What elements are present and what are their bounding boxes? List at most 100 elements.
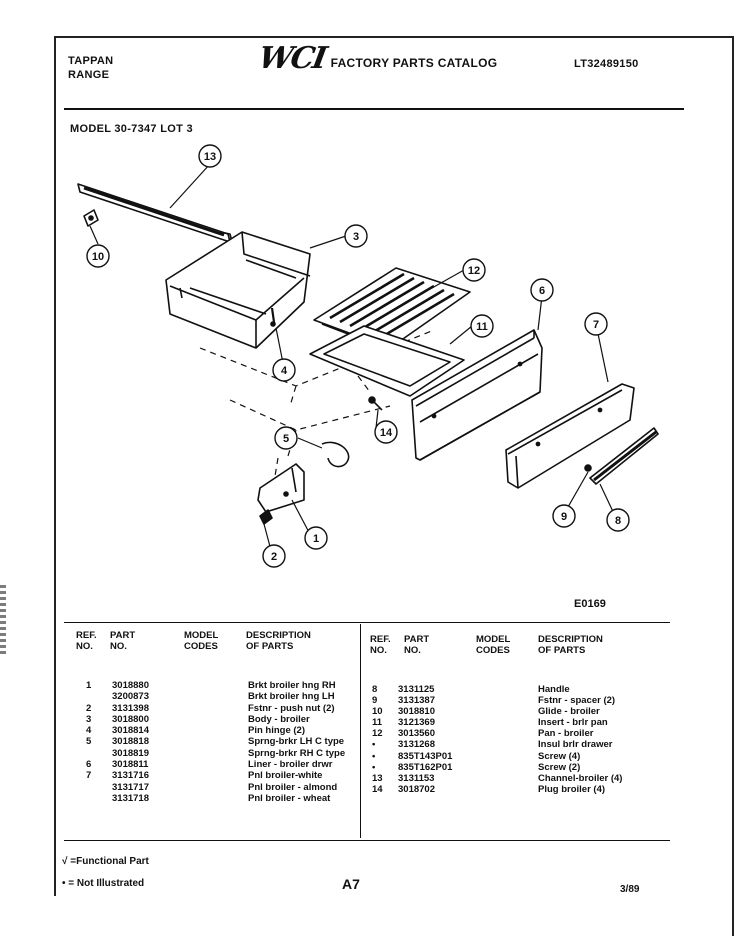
table-cell: Plug broiler (4) bbox=[538, 783, 606, 795]
catalog-title: FACTORY PARTS CATALOG bbox=[330, 56, 498, 70]
part-no-header-right: PART NO. bbox=[404, 634, 430, 656]
table-cell: Glide - broiler bbox=[538, 706, 600, 718]
wci-logo: WCI bbox=[256, 41, 328, 76]
table-cell: 9 bbox=[372, 695, 378, 707]
table-cell: Fstnr - spacer (2) bbox=[538, 695, 616, 707]
broiler-drawer-liner-part bbox=[411, 329, 543, 461]
callout-7: 7 bbox=[593, 319, 599, 331]
plug-broiler-part bbox=[368, 396, 383, 411]
table-top-rule bbox=[64, 622, 670, 623]
callout-4-marker bbox=[272, 358, 296, 382]
part-column-right: 3131125 3131387 3018810 3121369 3013560 … bbox=[398, 684, 452, 795]
table-cell bbox=[86, 691, 91, 702]
page-id: A7 bbox=[342, 876, 360, 892]
callout-14: 14 bbox=[380, 427, 393, 439]
table-cell: 6 bbox=[86, 759, 92, 771]
table-cell: 12 bbox=[372, 728, 383, 740]
ref-column-left: 1 2 3 4 5 6 7 bbox=[86, 680, 91, 804]
table-column-divider bbox=[360, 624, 361, 838]
table-cell: 3018800 bbox=[112, 713, 149, 725]
table-cell: 8 bbox=[372, 684, 378, 695]
callout-14-marker bbox=[374, 420, 398, 444]
callout-5: 5 bbox=[283, 433, 289, 445]
table-cell: 835T143P01 bbox=[398, 750, 453, 762]
legend-not-illustrated: • = Not Illustrated bbox=[62, 878, 145, 889]
table-cell: 3131716 bbox=[112, 770, 149, 782]
legend-functional-part: √ =Functional Part bbox=[62, 856, 149, 867]
callout-1: 1 bbox=[313, 533, 319, 545]
table-cell: Sprng-brkr RH C type bbox=[248, 747, 346, 759]
table-cell: 3018702 bbox=[398, 783, 435, 795]
table-cell: 3018818 bbox=[112, 736, 149, 748]
callout-9: 9 bbox=[561, 511, 567, 523]
table-cell: Insul brlr drawer bbox=[538, 739, 613, 751]
table-cell: 3131125 bbox=[398, 684, 435, 695]
description-header-right: DESCRIPTION OF PARTS bbox=[538, 634, 603, 656]
description-column-right: Handle Fstnr - spacer (2) Glide - broile… bbox=[538, 684, 622, 795]
table-cell: 1 bbox=[86, 680, 92, 691]
table-cell: Handle bbox=[538, 684, 570, 695]
table-cell: 3018814 bbox=[112, 725, 149, 737]
handle-part bbox=[589, 427, 659, 485]
table-bottom-rule bbox=[64, 840, 670, 841]
exploded-parts-diagram: 13 10 3 12 6 7 11 4 14 5 1 2 9 8 bbox=[77, 144, 659, 568]
table-cell: 3131398 bbox=[112, 702, 149, 714]
callout-7-marker bbox=[584, 312, 608, 336]
document-number: LT32489150 bbox=[574, 58, 639, 70]
catalog-heading: WCI FACTORY PARTS CATALOG bbox=[256, 41, 498, 76]
table-cell: Screw (2) bbox=[538, 761, 581, 773]
table-cell: 13 bbox=[372, 772, 383, 784]
callout-6: 6 bbox=[539, 285, 545, 297]
table-cell: 3131717 bbox=[112, 781, 149, 793]
table-cell: 3131387 bbox=[398, 695, 435, 707]
callout-13-marker bbox=[198, 144, 222, 168]
callout-8: 8 bbox=[615, 515, 621, 527]
table-cell: 3018810 bbox=[398, 706, 435, 718]
push-nut-part bbox=[259, 509, 273, 525]
table-cell: 2 bbox=[86, 702, 92, 714]
table-cell bbox=[86, 782, 91, 793]
callout-6-marker bbox=[530, 278, 554, 302]
description-column-left: Brkt broiler hng RH Brkt broiler hng LH … bbox=[248, 680, 345, 804]
scan-artifact bbox=[0, 585, 6, 655]
callout-11-marker bbox=[470, 314, 494, 338]
callout-3: 3 bbox=[353, 231, 359, 243]
table-cell bbox=[86, 748, 91, 759]
pin-hinge-part bbox=[270, 307, 276, 327]
table-cell: Brkt broiler hng LH bbox=[248, 691, 335, 703]
broiler-hinge-bracket-part bbox=[257, 463, 305, 513]
callout-12: 12 bbox=[468, 265, 480, 277]
table-cell: 10 bbox=[372, 706, 383, 718]
table-cell: Pnl broiler - wheat bbox=[248, 792, 331, 804]
table-cell: 3018880 bbox=[112, 680, 149, 691]
page-frame-left bbox=[54, 36, 56, 896]
callout-8-marker bbox=[606, 508, 630, 532]
figure-code: E0169 bbox=[574, 598, 606, 610]
callout-4: 4 bbox=[281, 365, 288, 377]
table-cell: Pin hinge (2) bbox=[248, 725, 305, 737]
table-cell: 4 bbox=[86, 725, 92, 737]
table-cell: 3018811 bbox=[112, 759, 149, 771]
header-rule bbox=[64, 108, 684, 110]
callout-1-marker bbox=[304, 526, 328, 550]
product-type: RANGE bbox=[68, 69, 110, 81]
model-line: MODEL 30-7347 LOT 3 bbox=[70, 123, 193, 135]
spring-part bbox=[321, 441, 350, 468]
table-cell: Pnl broiler-white bbox=[248, 770, 323, 782]
date-code: 3/89 bbox=[620, 884, 640, 895]
table-cell: • bbox=[372, 750, 376, 762]
brand-name: TAPPAN bbox=[68, 55, 114, 67]
callout-13: 13 bbox=[204, 151, 216, 163]
broiler-body-part bbox=[165, 231, 311, 349]
table-cell: Screw (4) bbox=[538, 750, 581, 762]
ref-no-header: REF. NO. bbox=[76, 630, 97, 652]
glide-broiler-part bbox=[83, 209, 99, 227]
callout-3-marker bbox=[344, 224, 368, 248]
ref-column-right: 8 9 10 11 12 • • • 13 14 bbox=[372, 684, 383, 795]
table-cell: Channel-broiler (4) bbox=[538, 772, 623, 784]
channel-broiler-part bbox=[77, 183, 233, 243]
description-header: DESCRIPTION OF PARTS bbox=[246, 630, 311, 652]
table-cell: 11 bbox=[372, 717, 383, 729]
table-cell: • bbox=[372, 761, 376, 773]
